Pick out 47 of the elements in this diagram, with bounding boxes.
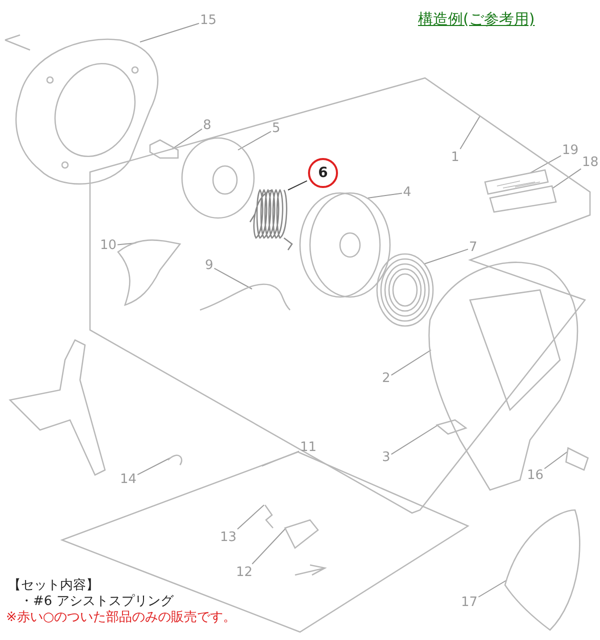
leader-line bbox=[478, 580, 508, 598]
nut-drawing bbox=[436, 419, 468, 435]
set-contents-heading: 【セット内容】 bbox=[8, 578, 99, 593]
leader-line bbox=[368, 192, 402, 198]
bolt-drawing bbox=[149, 139, 179, 159]
callout-number: 19 bbox=[562, 143, 579, 158]
callout-number: 11 bbox=[300, 440, 317, 455]
leader-line bbox=[237, 504, 264, 530]
leader-line bbox=[530, 155, 562, 174]
sales-note: ※赤い○のついた部品のみの販売です。 bbox=[6, 610, 236, 625]
callout-number: 12 bbox=[236, 565, 253, 580]
callout-number: 10 bbox=[100, 238, 117, 253]
leader-line bbox=[252, 528, 286, 564]
bolt-drawing bbox=[565, 447, 589, 471]
leader-line bbox=[262, 450, 300, 466]
title: 構造例(ご参考用) bbox=[418, 12, 535, 27]
leader-line bbox=[214, 268, 252, 290]
leader-line bbox=[390, 424, 438, 455]
cover-drawing bbox=[504, 509, 580, 631]
callout-number: 18 bbox=[582, 155, 599, 170]
leader-line bbox=[390, 350, 432, 376]
leader-line bbox=[137, 458, 170, 476]
callout-number: 14 bbox=[120, 472, 137, 487]
callout-number: 13 bbox=[220, 530, 237, 545]
leader-line bbox=[172, 128, 202, 150]
leader-line bbox=[424, 248, 468, 264]
leader-line bbox=[288, 180, 308, 190]
leader-line bbox=[544, 452, 568, 470]
callout-number: 3 bbox=[382, 450, 390, 465]
callout-number: 15 bbox=[200, 13, 217, 28]
callout-number: 17 bbox=[461, 595, 478, 610]
callout-number: 5 bbox=[272, 121, 280, 136]
clip-drawing bbox=[168, 454, 182, 466]
leader-line bbox=[140, 22, 200, 42]
callout-number: 2 bbox=[382, 371, 390, 386]
callout-number: 8 bbox=[203, 118, 212, 133]
callout-number: 16 bbox=[527, 468, 544, 483]
set-contents-item: ・#6 アシストスプリング bbox=[20, 594, 174, 609]
reel-drawing bbox=[299, 192, 391, 298]
callout-number: 7 bbox=[469, 240, 478, 255]
leader-line bbox=[460, 116, 480, 150]
callout-number: 9 bbox=[205, 258, 214, 273]
callout-number: 1 bbox=[451, 150, 460, 165]
gasket-drawing bbox=[15, 38, 158, 185]
leader-line bbox=[238, 130, 272, 150]
leader-line bbox=[552, 168, 582, 188]
callout-number: 4 bbox=[403, 185, 412, 200]
